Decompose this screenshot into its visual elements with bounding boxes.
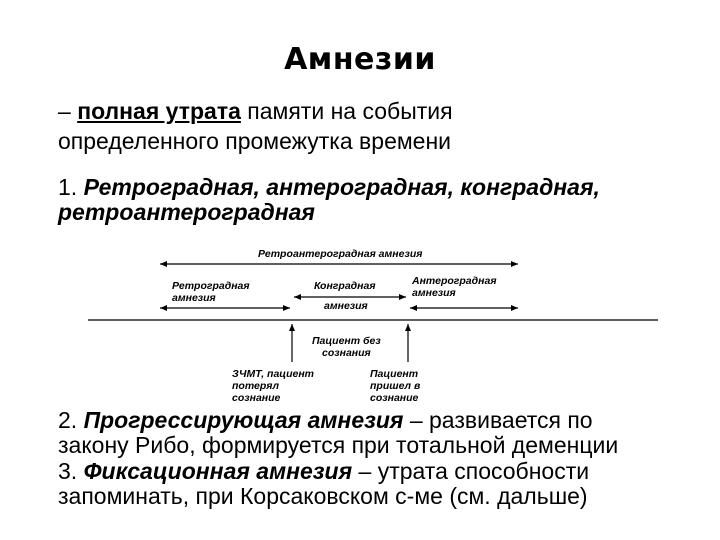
item-3-term: Фиксационная амнезия — [83, 458, 353, 484]
item-2-term: Прогрессирующая амнезия — [83, 407, 404, 433]
item-2-line-2: закону Рибо, формируется при тотальной д… — [58, 432, 619, 458]
item-3-number: 3. — [58, 458, 78, 484]
congrade-label-bottom: амнезия — [324, 300, 368, 312]
item-1-line-2: ретроантероградная — [58, 199, 315, 225]
item-2-number: 2. — [58, 407, 78, 433]
item-1-number: 1. — [58, 174, 78, 200]
item-3-line-1: 3. Фиксационная амнезия – утрата способн… — [58, 457, 589, 485]
retroantero-label: Ретроантероградная амнезия — [258, 248, 423, 260]
definition-line-2: определенного промежутка времени — [58, 128, 452, 154]
consciousness-return-label: Пациент пришел в сознание — [370, 368, 421, 404]
anterograde-label: Антероградная амнезия — [412, 275, 497, 299]
retrograde-label: Ретроградная амнезия — [172, 280, 250, 304]
item-1-types: Ретроградная, антероградная, конградная, — [83, 174, 600, 200]
item-3-rest: – утрата способности — [352, 458, 590, 484]
item-1-line-1: 1. Ретроградная, антероградная, конградн… — [58, 173, 600, 201]
item-3-line-2: запоминать, при Корсаковском с-ме (см. д… — [58, 483, 588, 509]
definition-dash: – — [58, 98, 71, 124]
patient-unconscious-label: Пациент без сознания — [312, 335, 381, 359]
page-title: Амнезии — [284, 42, 436, 77]
item-2-line-1: 2. Прогрессирующая амнезия – развивается… — [58, 406, 593, 434]
congrade-label-top: Конградная — [314, 280, 376, 292]
definition-rest: памяти на события — [240, 98, 453, 124]
trauma-event-label: ЗЧМТ, пациент потерял сознание — [232, 368, 315, 404]
definition-key-phrase: полная утрата — [77, 98, 241, 124]
item-2-rest: – развивается по — [403, 407, 593, 433]
definition-line-1: – полная утрата памяти на события — [58, 97, 453, 125]
